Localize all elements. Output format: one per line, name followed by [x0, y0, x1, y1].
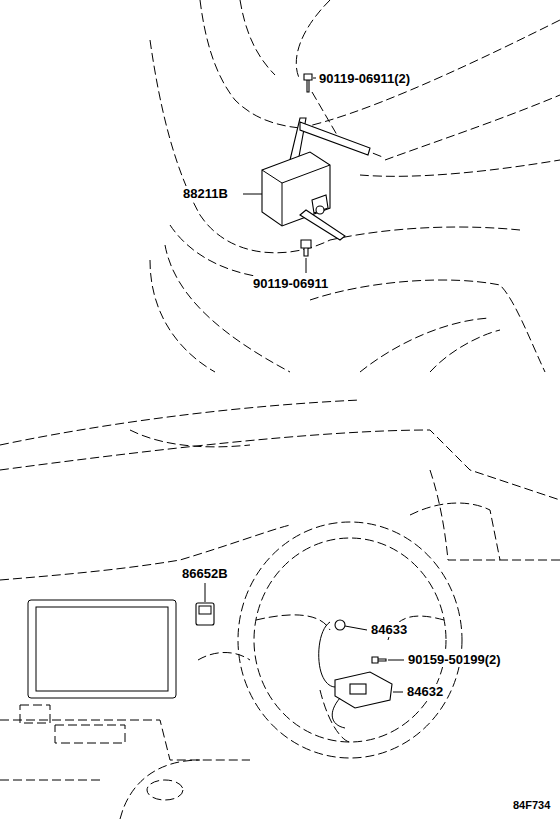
grille-line — [165, 245, 290, 372]
cable-clip — [335, 620, 345, 630]
vent — [55, 725, 125, 743]
bumper-line — [310, 280, 545, 372]
sensor-bracket — [300, 122, 370, 155]
screen-face — [36, 607, 168, 691]
wheel-rim — [254, 538, 446, 742]
switch-housing — [335, 672, 392, 708]
leader-line — [306, 258, 307, 273]
part-number: 90159-50199(2) — [407, 652, 502, 667]
leader-line — [313, 78, 316, 79]
body-line — [300, 20, 560, 128]
windshield-line — [0, 400, 360, 445]
leader-line — [393, 692, 403, 693]
meter-hood — [410, 503, 500, 560]
dash-top — [0, 430, 560, 500]
adjust-screw — [316, 206, 324, 214]
instrument-panel-outline — [0, 400, 560, 819]
bumper-line — [430, 330, 500, 372]
switch-button — [350, 684, 366, 694]
bolt — [304, 74, 312, 92]
bumper-line — [330, 227, 520, 240]
hood-line — [360, 160, 560, 176]
vent — [20, 705, 50, 723]
screw — [372, 657, 386, 663]
body-line — [240, 0, 275, 75]
vehicle-front-outline — [150, 0, 560, 372]
console — [120, 760, 200, 819]
wheel-rim — [238, 522, 462, 758]
leader-lines — [243, 78, 316, 273]
part-number: 90119-06911(2) — [318, 71, 411, 86]
leader-line — [388, 660, 404, 661]
cable-wire — [319, 622, 345, 687]
grille-line — [150, 40, 330, 253]
dash-top — [130, 430, 250, 447]
stalk — [198, 653, 250, 661]
sensor-bracket — [300, 210, 345, 240]
bumper-line — [360, 318, 490, 372]
bolts — [301, 74, 312, 256]
wheel-spoke — [256, 615, 330, 630]
part-number: 90119-06911 — [252, 276, 329, 291]
leader-lines — [205, 583, 404, 692]
humidity-sensor — [196, 603, 214, 625]
display-screen — [28, 600, 176, 698]
sensor-connector — [312, 195, 328, 213]
switch-wire — [332, 698, 345, 728]
sensor-body — [196, 603, 214, 625]
sensor-edge — [262, 165, 330, 226]
hood-line — [385, 95, 560, 160]
leader-line — [345, 626, 367, 630]
bolt — [301, 240, 311, 256]
console — [0, 780, 100, 781]
body-line — [200, 0, 300, 128]
body-line — [296, 0, 330, 80]
sensor-body — [262, 152, 330, 226]
part-number: 84633 — [370, 622, 408, 637]
part-number: 86652B — [181, 566, 229, 581]
radar-sensor — [262, 118, 370, 240]
dash-face — [430, 470, 560, 560]
spiral-cable — [319, 620, 345, 687]
part-number: 88211B — [182, 186, 229, 201]
figure-code: 84F734 — [512, 798, 551, 813]
knob — [147, 780, 183, 800]
leader-line — [243, 194, 262, 195]
leader-line — [205, 583, 206, 602]
grille-line — [150, 260, 215, 372]
screen-frame — [28, 600, 176, 698]
grille-line — [170, 225, 300, 280]
dash-lower — [0, 720, 250, 760]
steering-wheel — [238, 522, 462, 758]
sensor-tab — [199, 606, 211, 614]
steering-switch — [332, 657, 392, 728]
part-number: 84632 — [406, 684, 444, 699]
dash-face — [0, 525, 290, 580]
